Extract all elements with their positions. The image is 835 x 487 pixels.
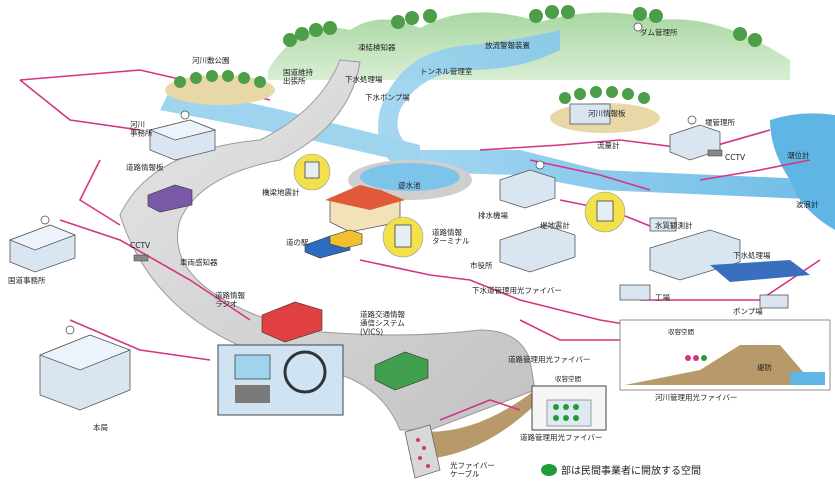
car-icon (261, 301, 323, 343)
legend-green-swatch (541, 464, 557, 476)
label-discharge-alarm: 放流警報装置 (485, 40, 530, 50)
label-water-quality: 水質観測計 (655, 220, 693, 230)
label-sewer-fiber: 下水道管理用光ファイバー (472, 285, 562, 295)
upper-river (378, 30, 830, 200)
bay (770, 113, 835, 230)
label-sewer-plant: 下水処理場 (733, 250, 771, 260)
label-tide-gauge: 潮位計 (787, 150, 810, 160)
label-road-fiber-bottom: 道路管理用光ファイバー (520, 432, 602, 442)
label-road-fiber-top: 道路管理用光ファイバー (508, 354, 590, 364)
cctv-camera-icon (133, 254, 149, 262)
label-frost-detector: 凍結検知器 (358, 42, 396, 52)
legend: 部は民間事業者に開放する空間 (541, 464, 701, 477)
river-park (165, 70, 275, 105)
drainage-pump-building (499, 169, 556, 209)
fiber-cable-underground (404, 424, 441, 479)
label-ground-seismo: 堤地震計 (540, 220, 570, 230)
labels: ダム管理所 トンネル管理室 放流警報装置 凍結検知器 国道維持出張所 下水ポンプ… (8, 27, 819, 479)
label-city-hall: 市役所 (470, 260, 493, 270)
vehicles (147, 184, 429, 391)
national-road-office-building (8, 224, 77, 273)
label-dam-office: ダム管理所 (640, 27, 678, 37)
cctv-camera-icon (707, 149, 723, 157)
city-hall-building (499, 224, 576, 273)
label-tunnel-office: トンネル管理室 (420, 66, 473, 76)
label-storage-space-top: 収容空間 (668, 327, 694, 336)
label-road-info-radio: 道路情報ラジオ (215, 290, 245, 309)
head-office-building (38, 334, 132, 411)
label-vehicle-sensor: 車両感知器 (180, 257, 218, 267)
legend-text: 部は民間事業者に開放する空間 (561, 464, 701, 477)
car-icon (147, 184, 193, 213)
antenna-icon (65, 325, 75, 335)
label-road-maintenance: 国道維持出張所 (283, 67, 313, 86)
antenna-icon (633, 22, 643, 32)
label-river-park: 河川敷公園 (192, 55, 230, 65)
monitoring-points (293, 153, 626, 258)
label-river-fiber: 河川管理用光ファイバー (655, 392, 737, 402)
label-national-road-office: 国道事務所 (8, 275, 46, 285)
factory-building (619, 284, 651, 301)
vics-dashboard (217, 344, 344, 416)
car-icon (374, 351, 429, 391)
label-levee: 堤防 (757, 362, 772, 372)
sewer-plant-building (649, 229, 810, 282)
label-flow-meter: 流量計 (597, 140, 620, 150)
label-fiber-cable: 光ファイバーケーブル (450, 460, 495, 479)
label-retention-pond: 遊水池 (398, 180, 421, 190)
label-factory: 工場 (655, 292, 670, 302)
label-road-info-terminal: 道路情報ターミナル (432, 227, 470, 246)
fiber-dot-icon (553, 404, 579, 421)
label-sewer-pump: 下水ポンプ場 (365, 92, 410, 102)
levee-inset (619, 319, 831, 391)
buildings (8, 70, 810, 411)
label-road-info-board: 道路情報板 (126, 162, 164, 172)
label-river-info-board: 河川情報板 (588, 108, 626, 118)
antenna-icon (40, 215, 50, 225)
label-drainage-pump: 排水機場 (478, 210, 508, 220)
storage-box-bottom (531, 385, 607, 431)
pump-station-building (759, 294, 789, 309)
label-river-office: 河川事務所 (130, 120, 153, 138)
fiber-dot-icon (685, 355, 707, 361)
label-road-station: 道の駅 (286, 237, 309, 247)
label-storage-space: 収容空間 (555, 374, 581, 383)
antennas (40, 22, 697, 335)
water-quality-station (649, 217, 677, 232)
car-icon (329, 229, 363, 249)
label-weir-office: 堰管理所 (705, 117, 735, 127)
label-cctv-left: CCTV (130, 241, 151, 250)
label-wave-gauge: 波浪計 (796, 199, 819, 209)
treeline (283, 5, 762, 47)
antenna-icon (535, 160, 545, 170)
antenna-icon (180, 110, 190, 120)
label-sewer-plant-top: 下水処理場 (345, 74, 383, 84)
river-info-board (550, 86, 660, 133)
label-cctv-right: CCTV (725, 153, 746, 162)
label-pump-station: ポンプ場 (733, 306, 763, 316)
label-bridge-seismo: 橋梁地震計 (262, 187, 300, 197)
label-head-office: 本局 (93, 422, 108, 432)
steering-wheel-icon (283, 350, 327, 394)
antenna-icon (687, 115, 697, 125)
label-vics: 道路交通情報通信システム(VICS) (360, 309, 405, 336)
river-office-building (148, 119, 217, 161)
